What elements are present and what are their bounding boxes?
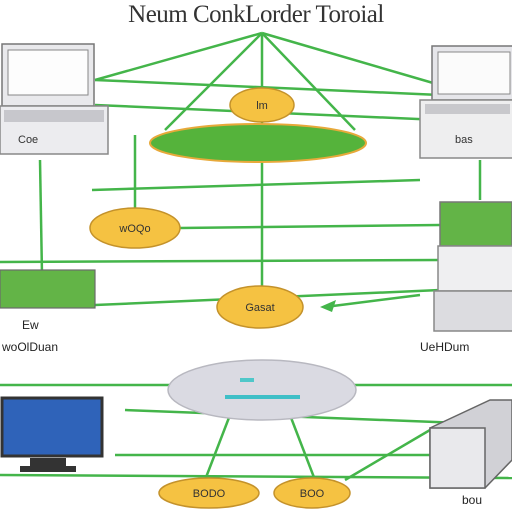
server-right xyxy=(433,201,512,332)
arrow-head xyxy=(320,300,336,312)
left-small-label: Ew xyxy=(22,318,39,332)
laptop-left xyxy=(0,43,109,155)
line-laptop-top xyxy=(94,31,263,82)
device-right-label: bas xyxy=(455,134,473,146)
oval-bottom-right-label: BOO xyxy=(300,488,325,500)
monitor-left xyxy=(0,396,104,472)
oval-top-label: lm xyxy=(256,100,268,112)
switch-left xyxy=(0,269,96,309)
right-long-label: UeHDum xyxy=(420,340,470,354)
device-right xyxy=(419,45,512,159)
line-top-right xyxy=(261,31,441,87)
oval-bottom-right xyxy=(273,477,351,509)
line-gray-bottom-right xyxy=(288,414,317,481)
line-horizontal-3 xyxy=(0,258,441,264)
backbone-ellipse xyxy=(149,123,367,163)
line-top-right-ellipse xyxy=(261,32,356,131)
diagram-title: Neum ConkLorder Toroial xyxy=(128,1,384,28)
line-gray-bottom-left xyxy=(203,414,232,481)
oval-left xyxy=(89,207,181,249)
line-horizontal-2 xyxy=(179,223,441,230)
oval-left-label: wOQo xyxy=(118,223,150,235)
oval-top xyxy=(229,87,295,123)
line-box-bottom xyxy=(344,428,431,482)
oval-center xyxy=(216,285,304,329)
line-laptop-down xyxy=(38,159,44,276)
gray-cloud-oval xyxy=(167,359,357,421)
left-long-label: woOlDuan xyxy=(2,340,59,354)
line-top-left-ellipse xyxy=(164,32,263,131)
line-horizontal-1 xyxy=(91,178,421,192)
oval-center-label: Gasat xyxy=(245,302,274,314)
line-horizontal-8 xyxy=(0,473,512,480)
storage-box-right xyxy=(429,399,512,489)
gray-oval-mark-top xyxy=(240,378,254,382)
line-arrow xyxy=(324,293,421,309)
laptop-left-label: Coe xyxy=(18,134,38,146)
oval-bottom-left xyxy=(158,477,260,509)
oval-bottom-left-label: BODO xyxy=(193,488,226,500)
gray-oval-mark-bottom xyxy=(225,395,300,399)
bottom-right-label: bou xyxy=(462,493,483,507)
